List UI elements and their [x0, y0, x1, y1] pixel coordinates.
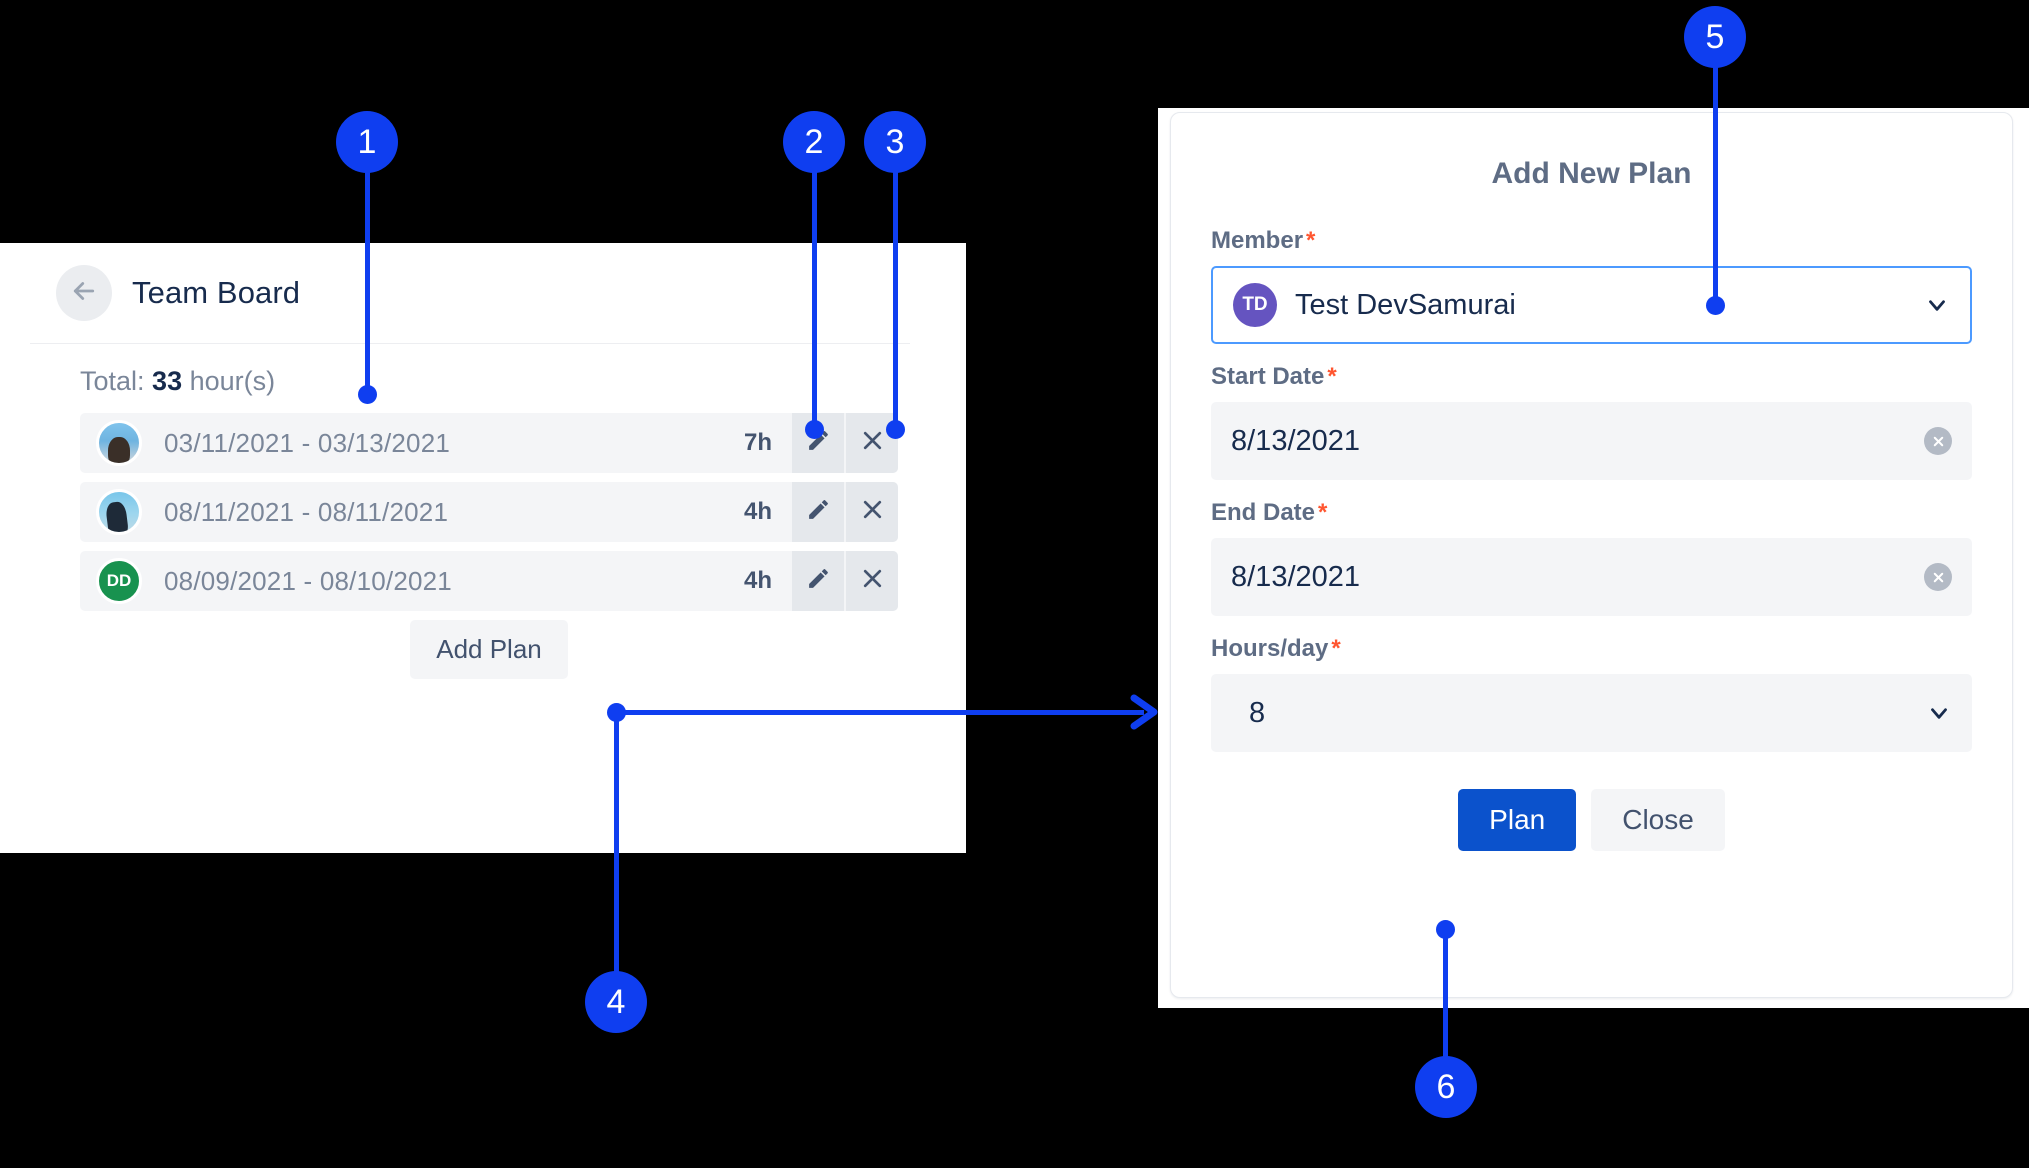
- start-date-label-text: Start Date: [1211, 363, 1325, 390]
- member-select[interactable]: TD Test DevSamurai: [1211, 266, 1972, 344]
- required-asterisk: *: [1306, 227, 1316, 254]
- table-row[interactable]: 08/11/2021 - 08/11/2021 4h: [80, 482, 898, 542]
- team-board-card: Team Board Total: 33 hour(s) 03/11/2021 …: [0, 243, 966, 853]
- callout-badge-5: 5: [1684, 6, 1746, 68]
- edit-plan-button[interactable]: [792, 482, 844, 542]
- pencil-icon: [806, 428, 831, 458]
- delete-plan-button[interactable]: [846, 482, 898, 542]
- field-hours-per-day: Hours/day* 8: [1211, 635, 1972, 752]
- pencil-icon: [806, 497, 831, 527]
- end-date-value: 8/13/2021: [1231, 560, 1361, 593]
- total-value: 33: [152, 366, 183, 396]
- callout-6-number: 6: [1436, 1067, 1456, 1106]
- required-asterisk: *: [1327, 363, 1337, 390]
- chevron-down-icon: [1926, 700, 1952, 726]
- callout-badge-1: 1: [336, 111, 398, 173]
- start-date-value: 8/13/2021: [1231, 424, 1361, 457]
- hours-per-day-label: Hours/day*: [1211, 635, 1972, 663]
- required-asterisk: *: [1331, 635, 1341, 662]
- end-date-label: End Date*: [1211, 499, 1972, 527]
- plan-list: 03/11/2021 - 03/13/2021 7h: [80, 413, 898, 611]
- hours-per-day-select[interactable]: 8: [1211, 674, 1972, 752]
- callout-3-number: 3: [885, 122, 905, 161]
- callout-1-number: 1: [357, 122, 377, 161]
- callout-badge-4: 4: [585, 971, 647, 1033]
- callout-5-number: 5: [1705, 17, 1725, 56]
- plan-hours: 4h: [743, 498, 772, 525]
- close-x-icon: [860, 497, 885, 527]
- plan-date-range: 08/09/2021 - 08/10/2021: [164, 565, 452, 596]
- member-label-text: Member: [1211, 227, 1304, 254]
- edit-plan-button[interactable]: [792, 551, 844, 611]
- callout-badge-2: 2: [783, 111, 845, 173]
- required-asterisk: *: [1318, 499, 1328, 526]
- end-date-label-text: End Date: [1211, 499, 1316, 526]
- back-button[interactable]: [56, 265, 112, 321]
- pencil-icon: [806, 566, 831, 596]
- hours-per-day-label-text: Hours/day: [1211, 635, 1329, 662]
- delete-plan-button[interactable]: [846, 413, 898, 473]
- chevron-down-icon: [1924, 292, 1950, 318]
- avatar: DD: [96, 558, 142, 604]
- add-new-plan-dialog: Add New Plan Member* TD Test DevSamurai …: [1170, 112, 2013, 998]
- close-x-icon: [860, 566, 885, 596]
- team-board-header: Team Board: [0, 243, 966, 321]
- total-hours-label: Total: 33 hour(s): [80, 366, 966, 397]
- avatar: [96, 420, 142, 466]
- field-end-date: End Date* 8/13/2021: [1211, 499, 1972, 616]
- callout-badge-6: 6: [1415, 1056, 1477, 1118]
- hours-per-day-value: 8: [1249, 696, 1266, 729]
- total-prefix: Total:: [80, 366, 153, 396]
- add-plan-button[interactable]: Add Plan: [410, 620, 568, 679]
- plan-date-range: 03/11/2021 - 03/13/2021: [164, 427, 451, 458]
- member-selected-value: Test DevSamurai: [1295, 288, 1516, 321]
- dialog-title: Add New Plan: [1491, 157, 1692, 190]
- start-date-label: Start Date*: [1211, 363, 1972, 391]
- arrow-left-icon: [69, 276, 99, 311]
- page-title: Team Board: [132, 275, 301, 310]
- plan-hours: 4h: [743, 567, 772, 594]
- callout-badge-3: 3: [864, 111, 926, 173]
- dialog-actions: Plan Close: [1211, 789, 1972, 851]
- delete-plan-button[interactable]: [846, 551, 898, 611]
- plan-submit-button[interactable]: Plan: [1458, 789, 1577, 851]
- end-date-input[interactable]: 8/13/2021: [1211, 538, 1972, 616]
- add-plan-row: Add Plan: [80, 620, 898, 679]
- close-x-icon: [860, 428, 885, 458]
- clear-circle-icon[interactable]: [1924, 427, 1952, 455]
- total-suffix: hour(s): [182, 366, 276, 396]
- table-row[interactable]: 03/11/2021 - 03/13/2021 7h: [80, 413, 898, 473]
- plan-hours: 7h: [743, 429, 772, 456]
- table-row[interactable]: DD 08/09/2021 - 08/10/2021 4h: [80, 551, 898, 611]
- edit-plan-button[interactable]: [792, 413, 844, 473]
- close-dialog-button[interactable]: Close: [1591, 789, 1725, 851]
- field-member: Member* TD Test DevSamurai: [1211, 227, 1972, 344]
- start-date-input[interactable]: 8/13/2021: [1211, 402, 1972, 480]
- avatar: [96, 489, 142, 535]
- member-label: Member*: [1211, 227, 1972, 255]
- field-start-date: Start Date* 8/13/2021: [1211, 363, 1972, 480]
- plan-date-range: 08/11/2021 - 08/11/2021: [164, 496, 449, 527]
- member-avatar: TD: [1233, 283, 1277, 327]
- callout-4-number: 4: [606, 982, 626, 1021]
- clear-circle-icon[interactable]: [1924, 563, 1952, 591]
- header-divider: [30, 343, 910, 344]
- callout-2-number: 2: [804, 122, 824, 161]
